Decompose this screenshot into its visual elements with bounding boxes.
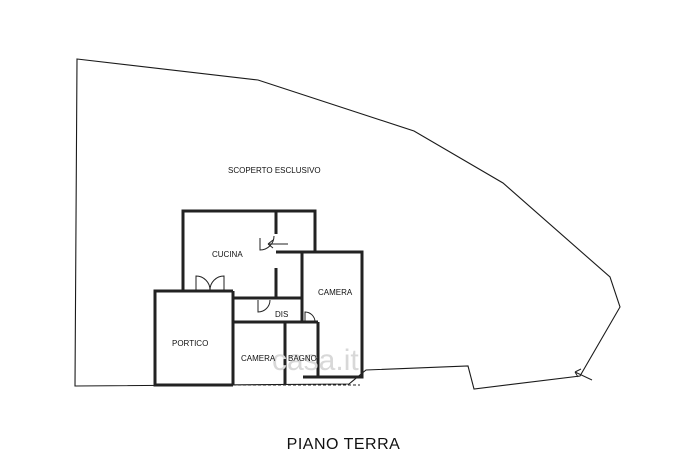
hall-door bbox=[257, 299, 271, 313]
entrance-door-2 bbox=[209, 275, 225, 291]
label-camera-2: CAMERA bbox=[241, 354, 276, 363]
kitchen-door bbox=[259, 235, 275, 251]
lot-boundary bbox=[74, 58, 621, 390]
entry-arrow-icon bbox=[267, 239, 288, 249]
entry-arrow-icon bbox=[574, 368, 593, 381]
entrance-door-1 bbox=[195, 275, 211, 291]
portico-outline bbox=[153, 289, 233, 387]
label-scoperto-esclusivo: SCOPERTO ESCLUSIVO bbox=[228, 166, 321, 175]
camera-door bbox=[304, 311, 316, 323]
camera-wall bbox=[302, 250, 364, 379]
label-camera-1: CAMERA bbox=[318, 288, 353, 297]
label-bagno: BAGNO bbox=[288, 354, 317, 363]
plan-title: PIANO TERRA bbox=[286, 436, 401, 453]
label-portico: PORTICO bbox=[172, 339, 208, 348]
label-cucina: CUCINA bbox=[212, 250, 243, 259]
label-dis: DIS bbox=[275, 310, 288, 319]
watermark: casa.it bbox=[272, 344, 359, 377]
